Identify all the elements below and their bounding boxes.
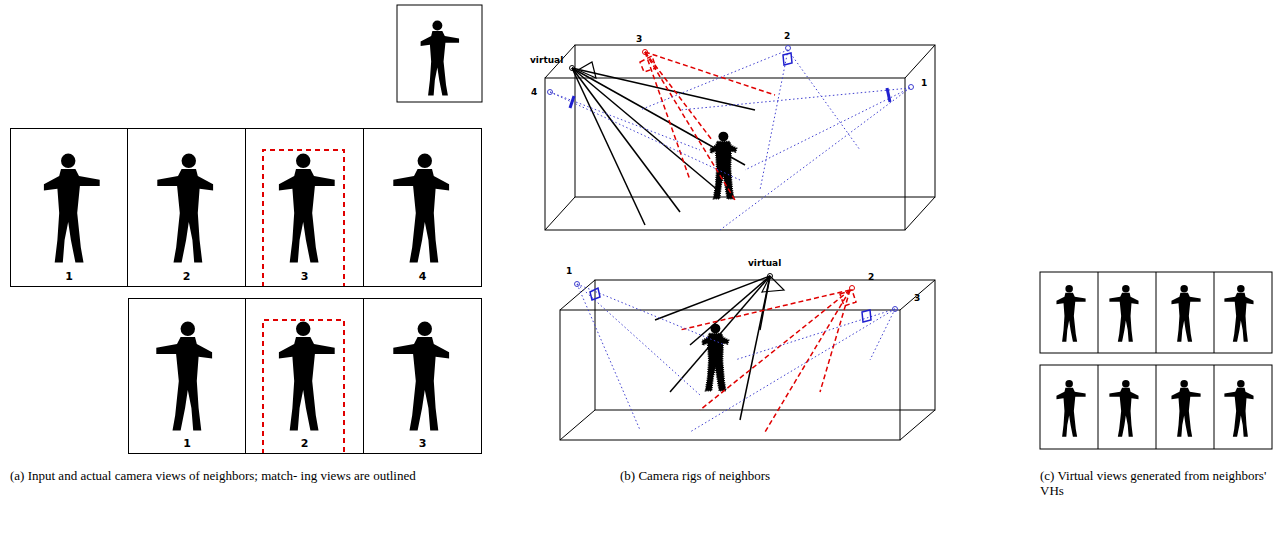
panel-caption: (c) Virtual views generated from neighbo… <box>1040 468 1275 498</box>
view-number: 2 <box>183 271 191 286</box>
virtual-views <box>1040 272 1272 449</box>
view-number: 1 <box>183 438 191 453</box>
camera-label: 1 <box>566 266 572 276</box>
camera-label: 3 <box>636 34 642 44</box>
camera-label: virtual <box>530 55 563 65</box>
silhouettes-row2 <box>156 322 449 431</box>
view-number: 3 <box>419 438 427 453</box>
view-number: 1 <box>65 271 73 286</box>
camera-label: 4 <box>531 87 537 97</box>
input-view <box>397 5 482 102</box>
view-number: 4 <box>419 271 427 286</box>
camera-label: 2 <box>784 31 790 41</box>
camera-view-cell: 2 <box>127 128 246 287</box>
camera-label: virtual <box>748 258 781 268</box>
view-number: 2 <box>301 438 309 453</box>
camera-label: 3 <box>914 293 920 303</box>
camera-rig-bottom <box>560 274 935 441</box>
camera-label: 1 <box>921 78 927 88</box>
panel-caption: (b) Camera rigs of neighbors <box>620 468 920 483</box>
camera-view-cell: 1 <box>128 298 246 454</box>
camera-view-cell: 2 <box>245 298 364 454</box>
camera-view-cell: 1 <box>10 128 128 287</box>
view-number: 3 <box>301 271 309 286</box>
camera-rig-top <box>545 45 935 230</box>
panel-caption: (a) Input and actual camera views of nei… <box>10 468 430 483</box>
silhouettes-row1 <box>44 154 449 263</box>
match-outline <box>263 150 344 454</box>
camera-view-cell: 4 <box>363 128 482 287</box>
virtual-silhouettes <box>1056 285 1253 437</box>
camera-view-cell: 3 <box>245 128 364 287</box>
camera-view-cell: 3 <box>363 298 482 454</box>
camera-label: 2 <box>868 272 874 282</box>
